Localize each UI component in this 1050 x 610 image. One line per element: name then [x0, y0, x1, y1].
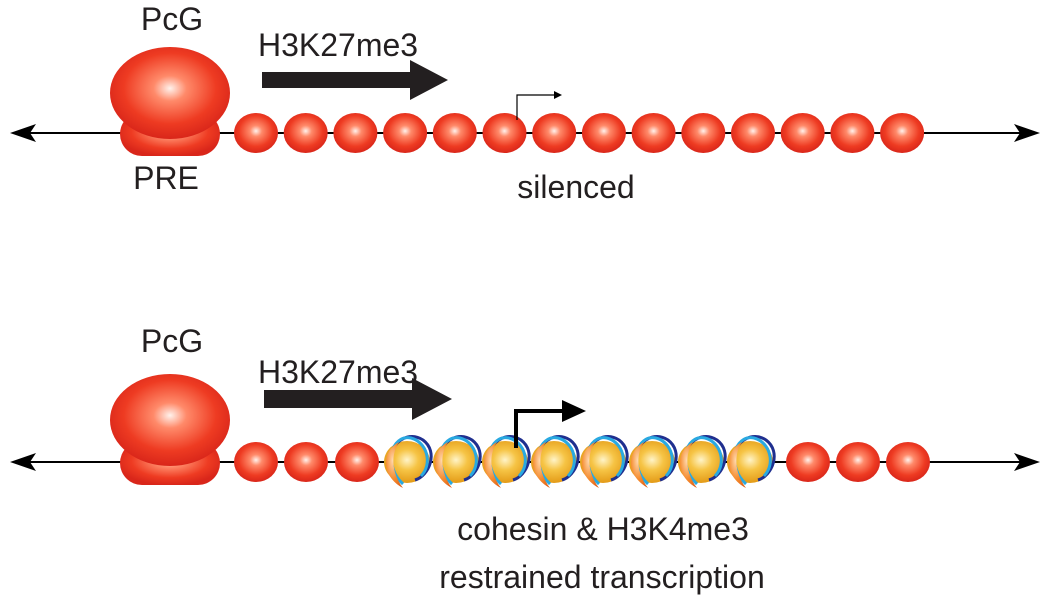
h3k27me3-label: H3K27me3	[258, 27, 418, 63]
left-arrow-head	[10, 453, 36, 471]
pre-label: PRE	[133, 160, 199, 196]
panel-restrained: PcG H3K27me3 cohesin & H3K4me3 restraine…	[10, 323, 1040, 595]
cohesin-subunit	[532, 442, 550, 488]
nucleosome	[383, 113, 428, 153]
right-arrow-head	[1014, 453, 1040, 471]
state-label-silenced: silenced	[517, 169, 634, 205]
cohesin-nucleosome	[727, 435, 776, 488]
nucleosome-array	[234, 113, 925, 153]
nucleosome	[284, 442, 328, 482]
cohesin-nucleosome	[629, 435, 678, 488]
nucleosome	[886, 442, 930, 482]
cohesin-subunit	[385, 442, 403, 488]
nucleosome	[836, 442, 880, 482]
cohesin-h3k4me3-array	[384, 435, 776, 488]
cohesin-nucleosome	[384, 435, 433, 488]
nucleosome	[681, 113, 726, 153]
h3k27me3-arrow	[264, 378, 452, 420]
state-label-line-2: restrained transcription	[439, 559, 764, 595]
right-arrow-head	[1014, 124, 1040, 142]
cohesin-subunit	[728, 442, 746, 488]
cohesin-subunit	[434, 442, 452, 488]
nucleosome	[786, 442, 830, 482]
left-arrow-head	[10, 124, 36, 142]
cohesin-nucleosome	[580, 435, 629, 488]
nucleosome	[830, 113, 875, 153]
nucleosome	[532, 113, 577, 153]
nucleosome	[234, 442, 278, 482]
nucleosome	[283, 113, 328, 153]
nucleosome	[581, 113, 626, 153]
cohesin-nucleosome	[531, 435, 580, 488]
pcg-complex	[110, 47, 230, 139]
nucleosome	[333, 113, 378, 153]
nucleosome	[880, 113, 925, 153]
tss-arrow	[514, 400, 586, 448]
pcg-complex	[110, 374, 230, 466]
nucleosome-array	[234, 442, 930, 482]
state-label-line-1: cohesin & H3K4me3	[457, 511, 749, 547]
tss-arrow	[516, 91, 562, 120]
pcg-label: PcG	[141, 1, 203, 37]
nucleosome	[432, 113, 477, 153]
nucleosome	[631, 113, 676, 153]
panel-silenced: PcG PRE H3K27me3 silenced	[10, 1, 1040, 205]
nucleosome	[234, 113, 278, 153]
nucleosome	[731, 113, 775, 153]
h3k27me3-arrow	[262, 60, 448, 100]
cohesin-subunit	[581, 442, 599, 488]
cohesin-nucleosome	[482, 435, 531, 488]
pcg-label: PcG	[141, 323, 203, 359]
cohesin-nucleosome	[678, 435, 727, 488]
cohesin-subunit	[679, 442, 697, 488]
nucleosome	[482, 113, 527, 153]
cohesin-subunit	[483, 442, 501, 488]
nucleosome	[335, 442, 379, 482]
cohesin-subunit	[630, 442, 648, 488]
nucleosome	[780, 113, 825, 153]
h3k27me3-label: H3K27me3	[258, 354, 418, 390]
cohesin-nucleosome	[433, 435, 482, 488]
